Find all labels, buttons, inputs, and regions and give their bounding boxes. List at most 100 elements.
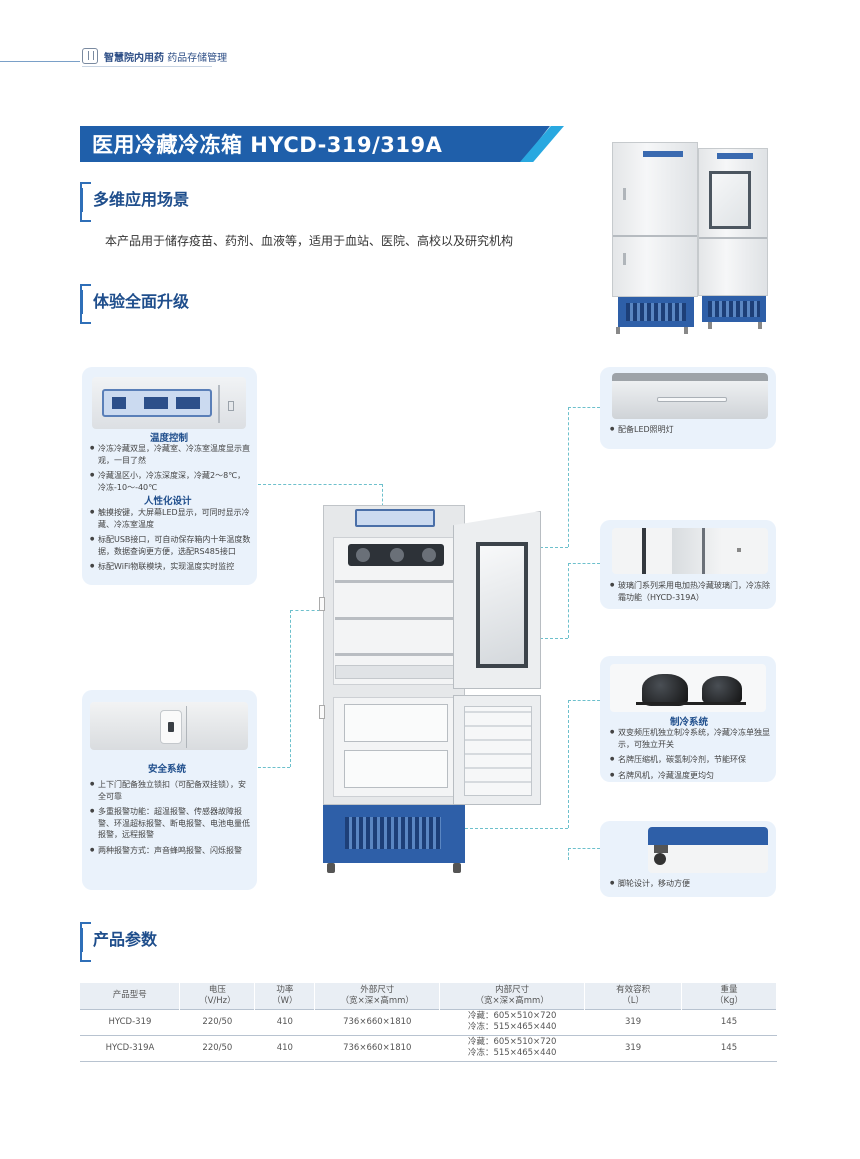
connector-line <box>568 848 569 860</box>
freezer-pair-image <box>610 142 770 334</box>
table-row: HYCD-319A 220/50 410 736×660×1810 冷藏：605… <box>80 1035 777 1062</box>
upper-glass-door <box>453 511 541 689</box>
shelf <box>335 653 455 656</box>
freezer-right-body <box>698 148 768 296</box>
header-text: 内部尺寸 <box>495 984 530 995</box>
spec-table: 产品型号 电压（V/Hz） 功率（W） 外部尺寸（宽×深×高mm） 内部尺寸（宽… <box>80 983 777 1062</box>
cell-external: 736×660×1810 <box>314 1035 440 1062</box>
section-upgrade: 体验全面升级 <box>80 284 189 324</box>
led-item: 配备LED照明灯 <box>610 424 770 436</box>
header-text: 功率 <box>276 984 294 995</box>
header-unit: （Kg） <box>715 995 743 1006</box>
humanized-item: 标配USB接口，可自动保存箱内十年温度数据，数据查询更方便，选配RS485接口 <box>90 534 252 557</box>
header-unit: （宽×深×高mm） <box>475 995 549 1006</box>
connector-line <box>258 484 382 485</box>
connector-line <box>568 700 600 701</box>
connector-line <box>258 767 290 768</box>
caster-image <box>648 827 768 873</box>
book-icon <box>82 48 98 64</box>
header-weight: 重量（Kg） <box>681 983 777 1009</box>
title-banner <box>80 126 550 162</box>
cooling-item: 名牌风机，冷藏温度更均匀 <box>610 770 772 782</box>
freezer-left-body <box>612 142 698 297</box>
card-cooling: 制冷系统 双变频压机独立制冷系统，冷藏冷冻单独显示，可独立开关 名牌压缩机，碳氢… <box>600 656 776 782</box>
cell-model: HYCD-319A <box>80 1035 180 1062</box>
header-internal: 内部尺寸（宽×深×高mm） <box>439 983 586 1009</box>
cell-weight: 145 <box>681 1008 777 1036</box>
header-external: 外部尺寸（宽×深×高mm） <box>314 983 441 1009</box>
header-text: 重量 <box>720 984 738 995</box>
header-text: 产品型号 <box>112 990 147 1001</box>
header-power: 功率（W） <box>254 983 316 1009</box>
header-model: 产品型号 <box>80 983 181 1009</box>
header-category-bold: 智慧院内用药 <box>104 53 164 64</box>
cabinet-base <box>323 805 465 863</box>
casters-item: 脚轮设计，移动方便 <box>610 878 770 890</box>
temp-control-item: 冷冻冷藏双显，冷藏室、冷冻室温度显示直观，一目了然 <box>90 443 252 466</box>
temp-control-list: 冷冻冷藏双显，冷藏室、冷冻室温度显示直观，一目了然 冷藏温区小，冷冻深度深，冷藏… <box>90 443 252 497</box>
cell-internal-line: 冷冻：515×465×440 <box>467 1022 557 1032</box>
section-params: 产品参数 <box>80 922 157 962</box>
humanized-item: 触摸按键，大屏幕LED显示，可同时显示冷藏、冷冻室温度 <box>90 507 252 530</box>
cooling-item: 名牌压缩机，碳氢制冷剂，节能环保 <box>610 754 772 766</box>
header-unit: （宽×深×高mm） <box>340 995 414 1006</box>
safety-item: 多重报警功能：超温报警、传感器故障报警、环温超标报警、断电报警、电池电量低报警，… <box>90 806 252 841</box>
cell-power: 410 <box>254 1008 315 1036</box>
safety-item: 上下门配备独立锁扣（可配备双挂锁），安全可靠 <box>90 779 252 802</box>
glass-door-image <box>612 528 768 574</box>
temp-control-title: 温度控制 <box>150 433 189 444</box>
shelf <box>335 580 455 583</box>
connector-line <box>290 610 320 611</box>
led-list: 配备LED照明灯 <box>610 424 770 440</box>
control-panel-image <box>92 377 246 429</box>
header-unit: （L） <box>622 995 644 1006</box>
connector-line <box>568 563 600 564</box>
header-unit: （V/Hz） <box>199 995 236 1006</box>
casters-list: 脚轮设计，移动方便 <box>610 878 770 894</box>
cooling-list: 双变频压机独立制冷系统，冷藏冷冻单独显示，可独立开关 名牌压缩机，碳氢制冷剂，节… <box>610 727 772 785</box>
cell-voltage: 220/50 <box>179 1035 255 1062</box>
safety-title: 安全系统 <box>148 764 187 775</box>
freezer-left-base <box>618 297 694 327</box>
header-text: 有效容积 <box>616 984 651 995</box>
card-temp-control: 温度控制 冷冻冷藏双显，冷藏室、冷冻室温度显示直观，一目了然 冷藏温区小，冷冻深… <box>82 367 257 585</box>
connector-line <box>568 848 600 849</box>
safety-item: 两种报警方式：声音蜂鸣报警、闪烁报警 <box>90 845 252 857</box>
cell-model: HYCD-319 <box>80 1008 180 1036</box>
cell-power: 410 <box>254 1035 315 1062</box>
cell-weight: 145 <box>681 1035 777 1062</box>
connector-line <box>382 484 383 516</box>
page-title: 医用冷藏冷冻箱 HYCD-319/319A <box>92 133 443 157</box>
control-display <box>355 509 435 527</box>
freezer-right-base <box>702 296 766 322</box>
connector-line <box>568 407 569 547</box>
connector-line <box>568 563 569 638</box>
door-lock-image <box>90 702 248 750</box>
cell-voltage: 220/50 <box>179 1008 255 1036</box>
refrigerator-image <box>315 505 545 875</box>
header-text: 电压 <box>208 984 226 995</box>
header-volume: 有效容积（L） <box>584 983 683 1009</box>
table-header-row: 产品型号 电压（V/Hz） 功率（W） 外部尺寸（宽×深×高mm） 内部尺寸（宽… <box>80 983 777 1009</box>
shelf <box>335 617 455 620</box>
header-unit: （W） <box>272 995 298 1006</box>
lower-compartment <box>333 697 457 797</box>
header-underline <box>82 66 212 67</box>
card-casters: 脚轮设计，移动方便 <box>600 821 776 897</box>
glass-door-item: 玻璃门系列采用电加热冷藏玻璃门，冷冻除霜功能（HYCD-319A） <box>610 580 772 603</box>
cell-volume: 319 <box>584 1008 682 1036</box>
connector-line <box>568 407 600 408</box>
humanized-title: 人性化设计 <box>144 496 192 507</box>
cell-internal-line: 冷藏：605×510×720 <box>467 1037 557 1047</box>
card-led: 配备LED照明灯 <box>600 367 776 449</box>
temp-control-item: 冷藏温区小，冷冻深度深，冷藏2～8℃，冷冻-10～-40℃ <box>90 470 252 493</box>
card-glass-door: 玻璃门系列采用电加热冷藏玻璃门，冷冻除霜功能（HYCD-319A） <box>600 520 776 609</box>
header-category-label: 药品存储管理 <box>167 53 228 64</box>
cooling-item: 双变频压机独立制冷系统，冷藏冷冻单独显示，可独立开关 <box>610 727 772 750</box>
humanized-item: 标配WiFi物联模块，实现温度实时监控 <box>90 561 252 573</box>
humanized-list: 触摸按键，大屏幕LED显示，可同时显示冷藏、冷冻室温度 标配USB接口，可自动保… <box>90 507 252 577</box>
connector-line <box>290 610 291 767</box>
header-voltage: 电压（V/Hz） <box>179 983 256 1009</box>
